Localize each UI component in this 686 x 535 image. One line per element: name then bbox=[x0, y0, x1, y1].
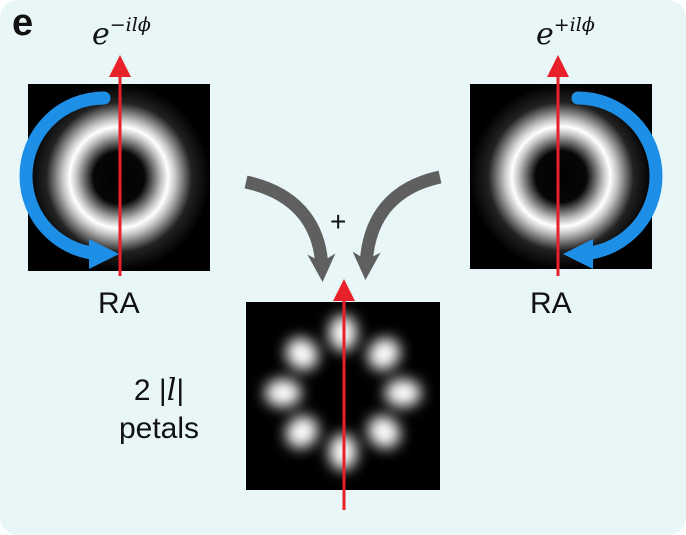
left-rotation-arrow bbox=[19, 91, 119, 269]
right-merge-arrow bbox=[352, 170, 442, 280]
combine-symbol: + bbox=[330, 206, 347, 237]
petals-word: petals bbox=[118, 412, 200, 445]
right-phase-label: e+ilϕ bbox=[536, 14, 595, 52]
left-axis-label: RA bbox=[98, 287, 140, 320]
right-axis-label: RA bbox=[530, 287, 572, 320]
panel-label: e bbox=[12, 2, 34, 44]
left-phase-label: e−ilϕ bbox=[92, 14, 151, 52]
left-merge-arrow bbox=[244, 175, 336, 282]
right-rotation-arrow bbox=[563, 91, 663, 269]
petals-label: 2 |l| petals bbox=[104, 372, 214, 448]
petal-count-formula: 2 |l| bbox=[133, 373, 185, 408]
